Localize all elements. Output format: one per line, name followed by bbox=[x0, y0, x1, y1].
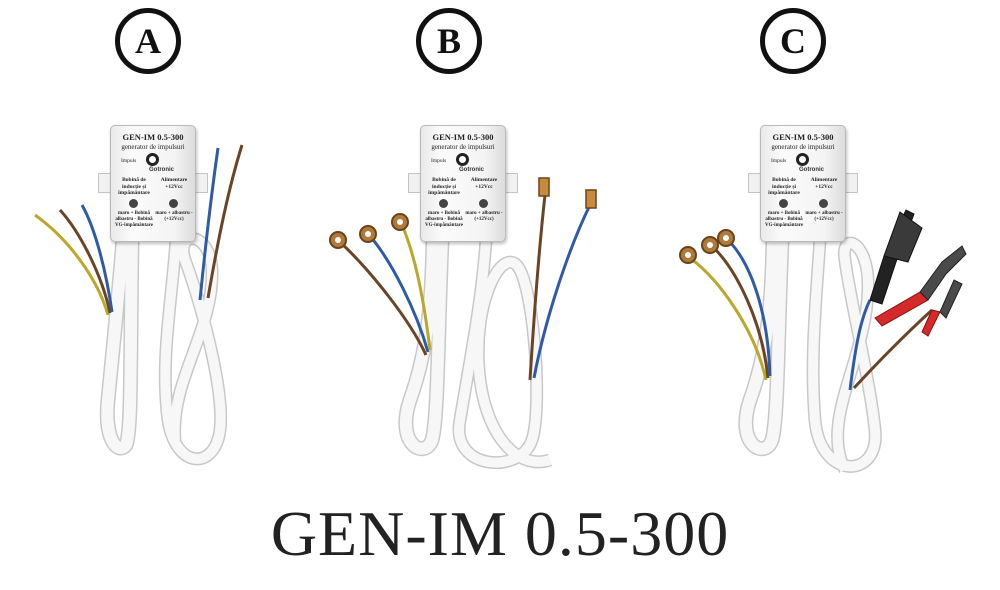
coil-symbol-icon bbox=[129, 199, 138, 208]
variant-b-cables bbox=[329, 177, 597, 469]
power-label: Alimentare +12Vcc bbox=[810, 177, 838, 190]
power-wiring-text: maro + albastru - (+12Vcc) bbox=[805, 211, 843, 222]
device-model: GEN-IM 0.5-300 bbox=[432, 132, 494, 142]
impulse-knob bbox=[146, 153, 159, 166]
device-model: GEN-IM 0.5-300 bbox=[122, 132, 184, 142]
power-wiring-text: maro + albastru - (+12Vcc) bbox=[465, 211, 503, 222]
coil-label: Bobină de inducție și împământare bbox=[118, 177, 150, 196]
variant-c: C GEN-IM 0.5-300 generator de impulsuri … bbox=[670, 0, 970, 490]
device-box: GEN-IM 0.5-300 generator de impulsuri Im… bbox=[110, 125, 196, 242]
coil-wiring-text: maro + Bobină albastru - Bobină VG-împăm… bbox=[115, 211, 153, 228]
coil-wiring-text: maro + Bobină albastru - Bobină VG-împăm… bbox=[765, 211, 803, 228]
variant-label: B bbox=[416, 8, 482, 74]
device-box: GEN-IM 0.5-300 generator de impulsuri Im… bbox=[420, 125, 506, 242]
variant-label: C bbox=[760, 8, 826, 74]
power-label: Alimentare +12Vcc bbox=[470, 177, 498, 190]
coil-label: Bobină de inducție și împământare bbox=[428, 177, 460, 196]
battery-symbol-icon bbox=[819, 199, 828, 208]
battery-symbol-icon bbox=[479, 199, 488, 208]
power-label: Alimentare +12Vcc bbox=[160, 177, 188, 190]
variant-a-cables bbox=[34, 144, 244, 466]
device-subtitle: generator de impulsuri bbox=[771, 143, 835, 151]
device-model: GEN-IM 0.5-300 bbox=[772, 132, 834, 142]
knob-label: Impuls bbox=[121, 158, 137, 164]
variant-b: B GEN-IM 0.5-300 generator de impulsuri … bbox=[320, 0, 620, 490]
impulse-knob bbox=[796, 153, 809, 166]
battery-symbol-icon bbox=[169, 199, 178, 208]
device-box: GEN-IM 0.5-300 generator de impulsuri Im… bbox=[760, 125, 846, 242]
knob-label: Impuls bbox=[431, 158, 447, 164]
power-wiring-text: maro + albastru - (+12Vcc) bbox=[155, 211, 193, 222]
impulse-knob bbox=[456, 153, 469, 166]
coil-label: Bobină de inducție și împământare bbox=[768, 177, 800, 196]
variant-c-cables bbox=[679, 209, 967, 473]
product-title: GEN-IM 0.5-300 bbox=[270, 498, 730, 569]
coil-wiring-text: maro + Bobină albastru - Bobină VG-împăm… bbox=[425, 211, 463, 228]
coil-symbol-icon bbox=[439, 199, 448, 208]
coil-symbol-icon bbox=[779, 199, 788, 208]
brand-logo: Gotronic bbox=[799, 167, 824, 173]
knob-label: Impuls bbox=[771, 158, 787, 164]
brand-logo: Gotronic bbox=[149, 167, 174, 173]
brand-logo: Gotronic bbox=[459, 167, 484, 173]
device-subtitle: generator de impulsuri bbox=[431, 143, 495, 151]
device-subtitle: generator de impulsuri bbox=[121, 143, 185, 151]
variant-label: A bbox=[115, 8, 181, 74]
variant-a: A GEN-IM 0.5-300 generator de impulsuri … bbox=[0, 0, 300, 490]
